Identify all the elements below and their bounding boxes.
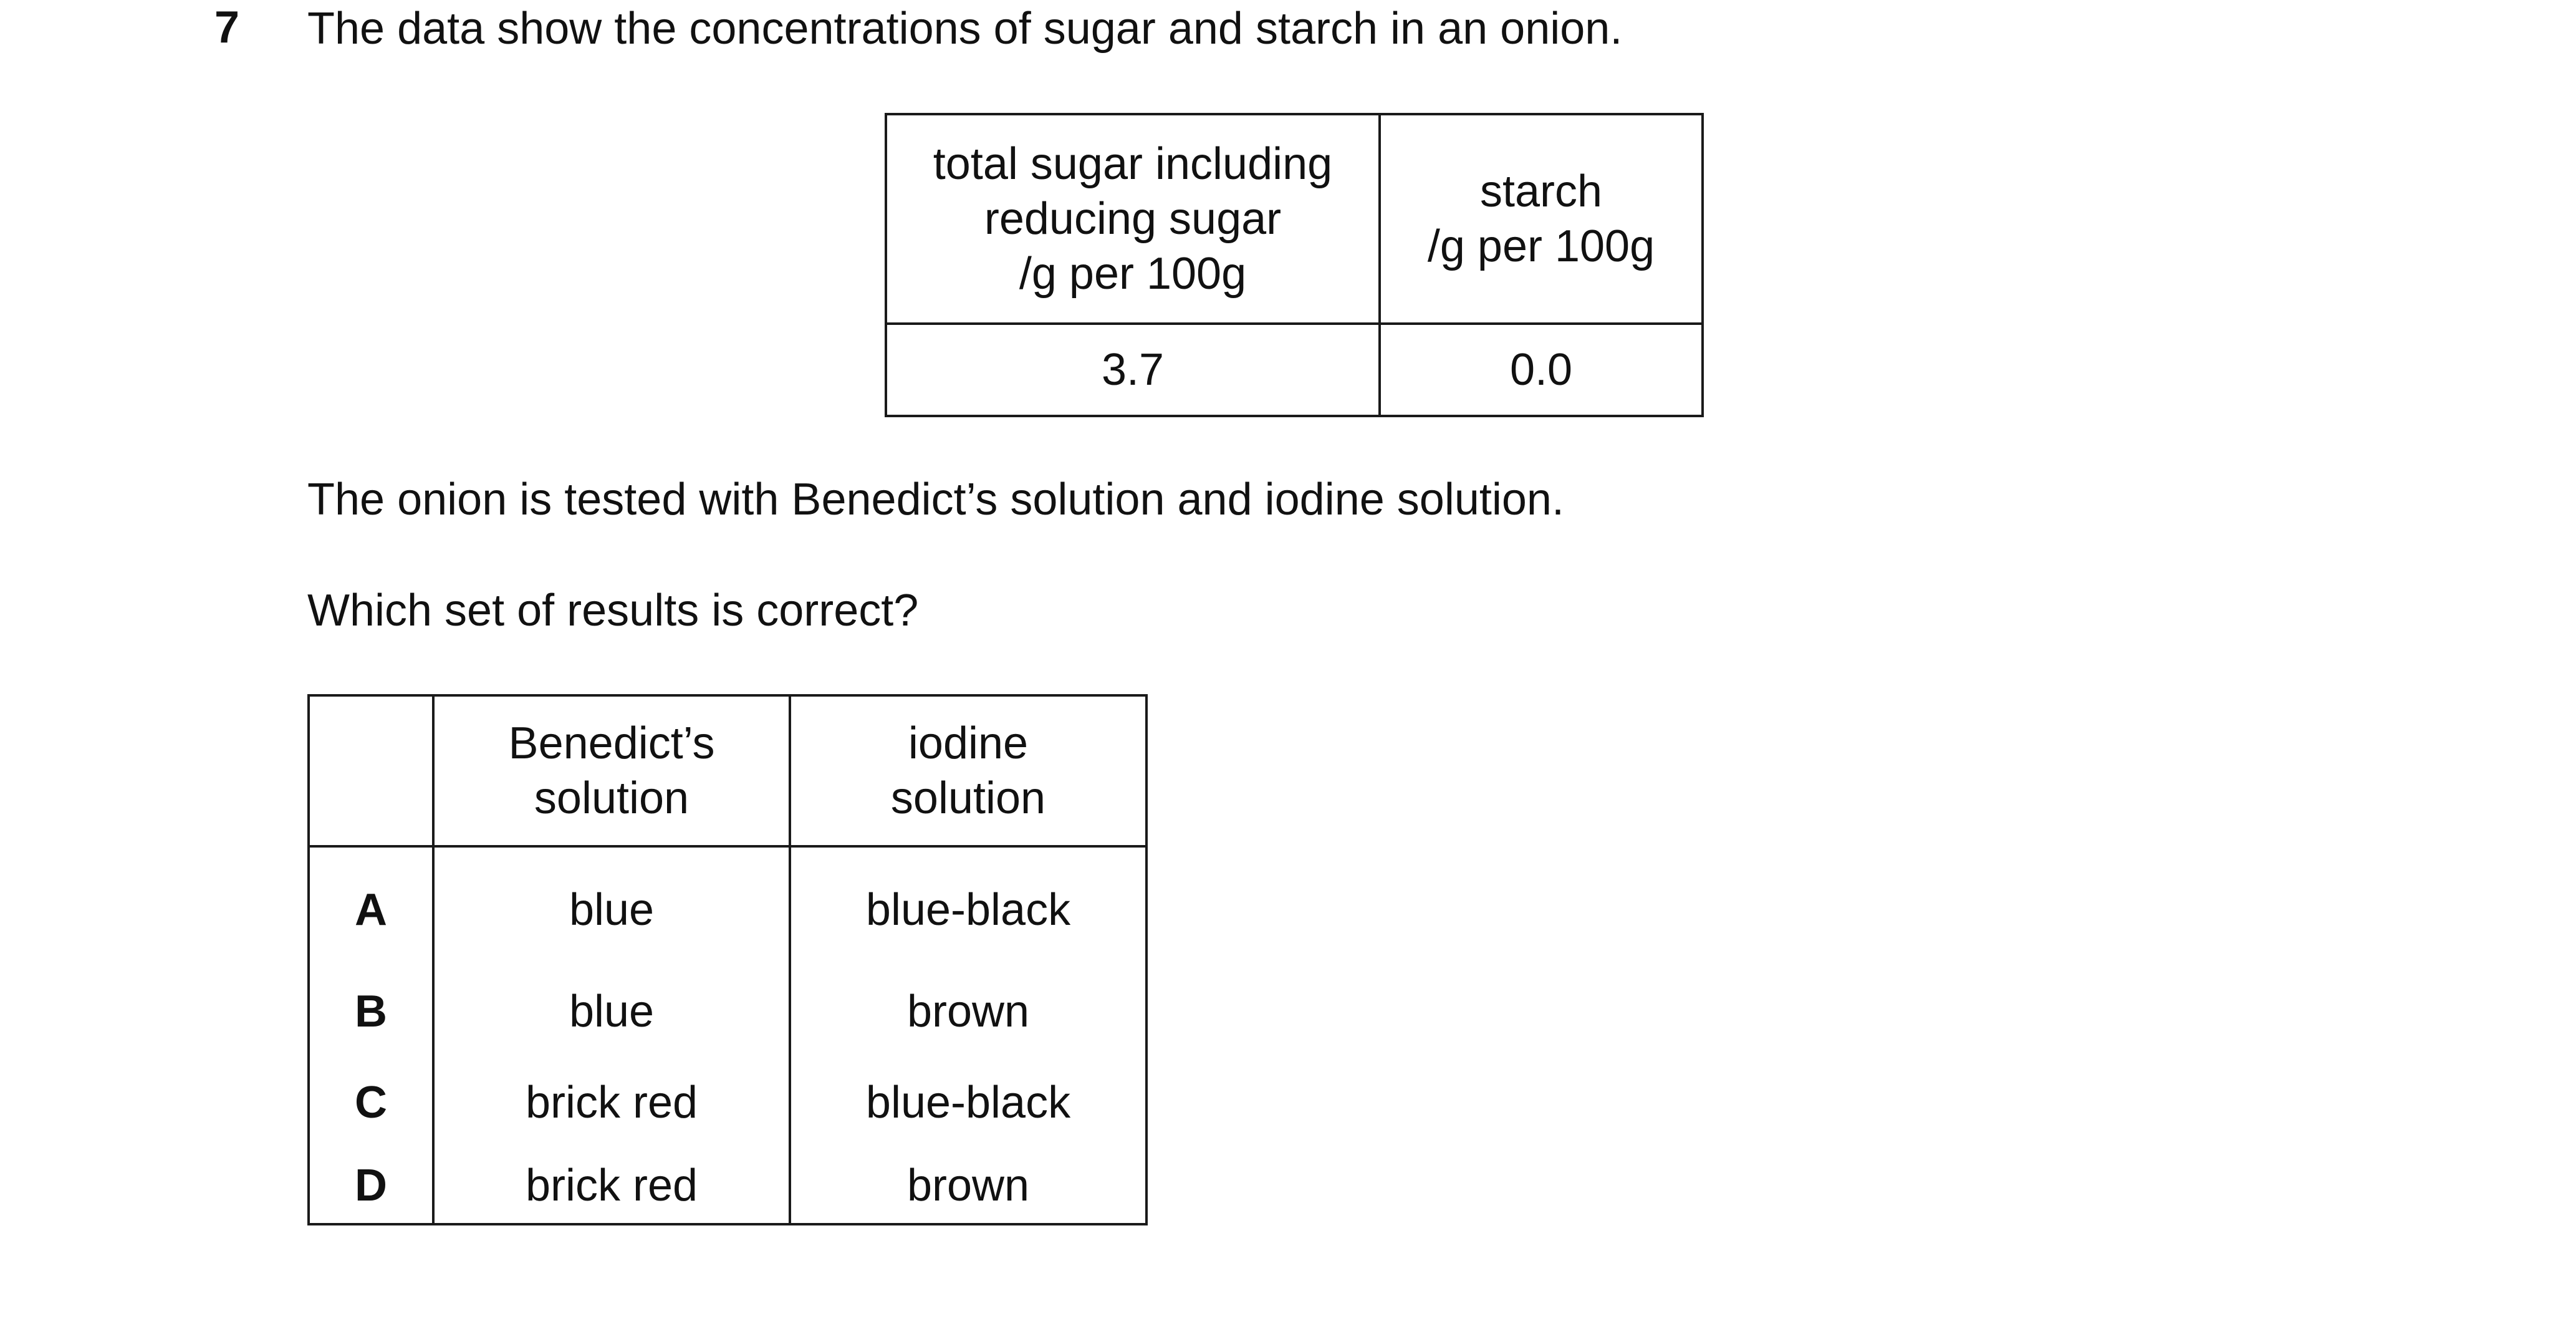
header-starch-line-2: /g per 100g bbox=[1427, 221, 1655, 271]
header-option-blank bbox=[307, 694, 435, 848]
iodine-result: blue-black bbox=[789, 845, 1148, 966]
header-starch-line-1: starch bbox=[1479, 167, 1603, 216]
benedicts-result: brick red bbox=[432, 1057, 791, 1148]
option-row-c: C brick red blue-black bbox=[307, 1057, 1148, 1148]
concentration-table-header-row: total sugar including reducing sugar /g … bbox=[885, 113, 1704, 325]
header-iodine-line-1: iodine bbox=[908, 718, 1029, 768]
iodine-result: blue-black bbox=[789, 1057, 1148, 1148]
header-total-sugar-line-1: total sugar including bbox=[933, 139, 1333, 189]
iodine-result: brown bbox=[789, 1148, 1148, 1225]
header-benedicts: Benedict’s solution bbox=[432, 694, 791, 848]
option-letter: A bbox=[307, 845, 435, 966]
results-table-header-row: Benedict’s solution iodine solution bbox=[307, 694, 1148, 848]
question-number: 7 bbox=[214, 2, 240, 52]
results-table: Benedict’s solution iodine solution A bl… bbox=[307, 694, 1148, 1225]
option-row-b: B blue brown bbox=[307, 966, 1148, 1057]
option-letter: D bbox=[307, 1148, 435, 1225]
concentration-table-values-row: 3.7 0.0 bbox=[885, 322, 1704, 417]
header-benedicts-line-1: Benedict’s bbox=[508, 718, 715, 768]
header-iodine-line-2: solution bbox=[890, 773, 1046, 823]
benedicts-result: blue bbox=[432, 845, 791, 966]
concentration-table: total sugar including reducing sugar /g … bbox=[885, 113, 1704, 417]
iodine-result: brown bbox=[789, 966, 1148, 1057]
header-starch: starch /g per 100g bbox=[1378, 113, 1704, 325]
question-intro: The data show the concentrations of suga… bbox=[307, 4, 1623, 54]
header-total-sugar-line-3: /g per 100g bbox=[1019, 249, 1247, 299]
question-prompt: Which set of results is correct? bbox=[307, 586, 919, 636]
header-benedicts-line-2: solution bbox=[534, 773, 690, 823]
option-letter: C bbox=[307, 1057, 435, 1148]
header-iodine: iodine solution bbox=[789, 694, 1148, 848]
benedicts-result: blue bbox=[432, 966, 791, 1057]
question-test-statement: The onion is tested with Benedict’s solu… bbox=[307, 475, 1564, 524]
header-total-sugar: total sugar including reducing sugar /g … bbox=[885, 113, 1381, 325]
value-total-sugar: 3.7 bbox=[885, 322, 1381, 417]
header-total-sugar-line-2: reducing sugar bbox=[984, 194, 1282, 244]
value-starch: 0.0 bbox=[1378, 322, 1704, 417]
option-row-a: A blue blue-black bbox=[307, 845, 1148, 966]
option-letter: B bbox=[307, 966, 435, 1057]
option-row-d: D brick red brown bbox=[307, 1148, 1148, 1225]
benedicts-result: brick red bbox=[432, 1148, 791, 1225]
